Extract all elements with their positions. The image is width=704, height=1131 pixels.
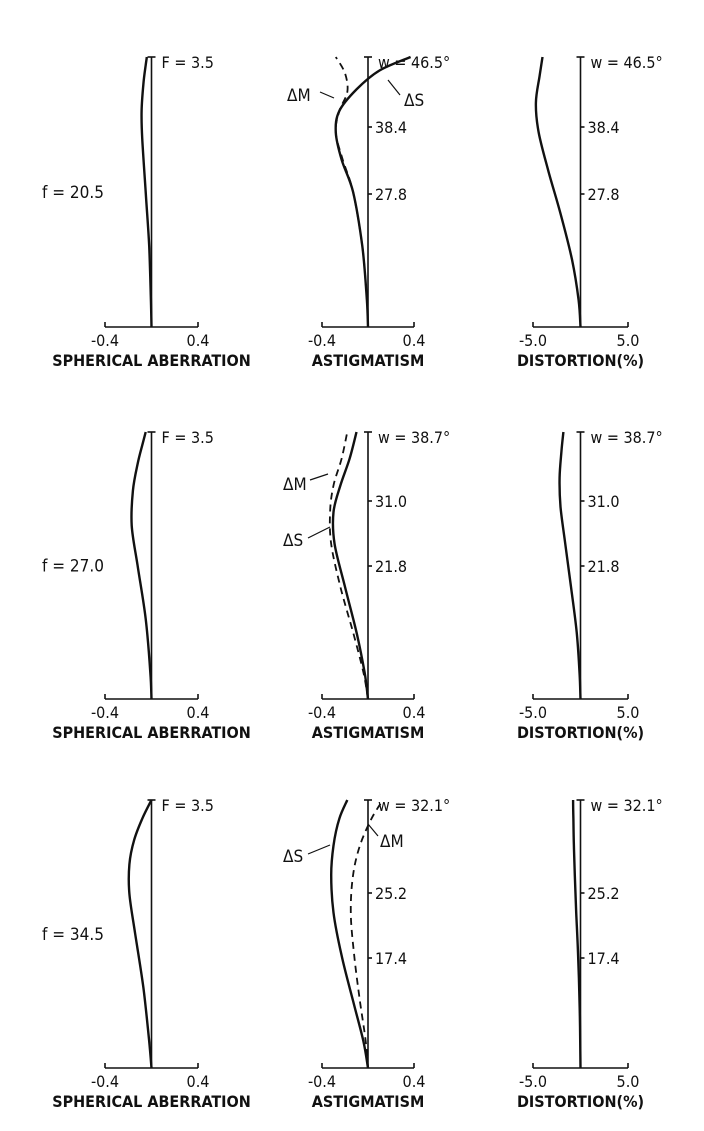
y-tick-label: 17.4 xyxy=(588,949,620,968)
x-tick-label: -0.4 xyxy=(308,703,336,722)
y-tick-label: 17.4 xyxy=(375,949,407,968)
annotation-sagittal: ΔS xyxy=(283,531,303,551)
annotation-meridional: ΔM xyxy=(287,86,311,106)
top-label: w = 46.5° xyxy=(378,53,450,72)
annotation-meridional: ΔM xyxy=(283,475,307,495)
x-tick-label: 5.0 xyxy=(617,331,640,350)
focal-length-label: f = 34.5 xyxy=(42,925,104,945)
annotation-leader xyxy=(319,91,335,99)
curve xyxy=(127,799,153,1069)
panel-title: SPHERICAL ABERRATION xyxy=(52,351,251,370)
y-tick-label: 31.0 xyxy=(588,492,620,511)
x-tick-label: 0.4 xyxy=(187,703,210,722)
panel-title: ASTIGMATISM xyxy=(312,1092,425,1111)
top-label: w = 38.7° xyxy=(378,428,450,447)
y-tick-label: 25.2 xyxy=(375,884,407,903)
x-tick-label: 0.4 xyxy=(403,331,426,350)
x-tick-label: -5.0 xyxy=(519,331,547,350)
x-tick-label: 0.4 xyxy=(403,703,426,722)
top-label: w = 38.7° xyxy=(591,428,663,447)
top-label: w = 46.5° xyxy=(591,53,663,72)
x-tick-label: 5.0 xyxy=(617,1072,640,1091)
y-tick-label: 27.8 xyxy=(588,185,620,204)
x-tick-label: -0.4 xyxy=(308,1072,336,1091)
top-label: F = 3.5 xyxy=(162,428,214,447)
y-tick-label: 38.4 xyxy=(375,118,407,137)
annotation-leader xyxy=(307,526,331,539)
y-tick-label: 21.8 xyxy=(588,557,620,576)
annotation-leader xyxy=(367,823,379,837)
x-tick-label: -5.0 xyxy=(519,1072,547,1091)
x-tick-label: 0.4 xyxy=(187,1072,210,1091)
panel-title: DISTORTION(%) xyxy=(517,351,644,370)
curve-meridional xyxy=(334,56,369,328)
annotation-sagittal: ΔS xyxy=(404,91,424,111)
top-label: F = 3.5 xyxy=(162,53,214,72)
x-tick-label: 0.4 xyxy=(403,1072,426,1091)
annotation-meridional: ΔM xyxy=(380,832,404,852)
curve xyxy=(534,56,582,328)
y-tick-label: 25.2 xyxy=(588,884,620,903)
curve-sagittal xyxy=(331,431,370,700)
y-tick-label: 38.4 xyxy=(588,118,620,137)
y-tick-label: 27.8 xyxy=(375,185,407,204)
annotation-sagittal: ΔS xyxy=(283,847,303,867)
x-tick-label: 5.0 xyxy=(617,703,640,722)
panel-title: DISTORTION(%) xyxy=(517,1092,644,1111)
x-tick-label: -0.4 xyxy=(91,1072,119,1091)
top-label: F = 3.5 xyxy=(162,796,214,815)
curve xyxy=(130,431,153,700)
x-tick-label: -0.4 xyxy=(91,703,119,722)
curve-meridional xyxy=(349,799,384,1069)
panel-title: SPHERICAL ABERRATION xyxy=(52,1092,251,1111)
annotation-leader xyxy=(307,844,331,855)
annotation-leader xyxy=(309,473,329,481)
curve xyxy=(140,56,153,328)
curve-meridional xyxy=(328,431,369,700)
top-label: w = 32.1° xyxy=(378,796,450,815)
curve xyxy=(571,799,582,1069)
focal-length-label: f = 20.5 xyxy=(42,183,104,203)
focal-length-label: f = 27.0 xyxy=(42,557,104,577)
x-tick-label: 0.4 xyxy=(187,331,210,350)
panel-title: ASTIGMATISM xyxy=(312,351,425,370)
annotation-leader xyxy=(387,79,401,96)
x-tick-label: -5.0 xyxy=(519,703,547,722)
y-tick-label: 31.0 xyxy=(375,492,407,511)
y-tick-label: 21.8 xyxy=(375,557,407,576)
panel-title: SPHERICAL ABERRATION xyxy=(52,723,251,742)
panel-title: ASTIGMATISM xyxy=(312,723,425,742)
curve-sagittal xyxy=(329,799,370,1069)
top-label: w = 32.1° xyxy=(591,796,663,815)
x-tick-label: -0.4 xyxy=(308,331,336,350)
curve xyxy=(558,431,582,700)
x-tick-label: -0.4 xyxy=(91,331,119,350)
panel-title: DISTORTION(%) xyxy=(517,723,644,742)
